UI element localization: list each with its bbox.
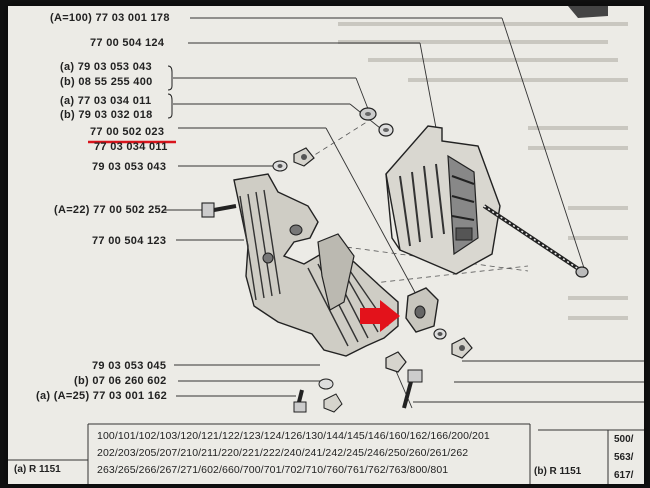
footer-ref-right: (b) R 1151 [534, 466, 582, 477]
small-bolt-left [201, 202, 237, 218]
exploded-diagram [8, 6, 644, 484]
red-arrow [360, 300, 400, 332]
footer-ref-left: (a) R 1151 [14, 464, 61, 475]
model-row-2: 202/203/205/207/210/211/220/221/222/240/… [97, 447, 469, 459]
model-row-3: 263/265/266/267/271/602/660/700/701/702/… [97, 464, 449, 476]
model-row-1: 100/101/102/103/120/121/122/123/124/126/… [97, 430, 490, 442]
rubber-mount-block [385, 125, 501, 275]
lower-bolts [293, 351, 423, 413]
brace [167, 65, 173, 91]
page-corner-fragment [568, 6, 608, 18]
part-label: (b) 79 03 032 018 [60, 109, 153, 121]
right-code-2: 563/ [614, 452, 634, 463]
right-code-3: 617/ [614, 470, 634, 481]
part-label: (a) 77 03 034 011 [60, 95, 152, 107]
part-label-highlighted: 77 00 502 023 [90, 126, 165, 138]
nut-washer-mid [272, 147, 315, 172]
part-label: (A=100) 77 03 001 178 [50, 12, 170, 24]
leader-line [419, 42, 437, 129]
nut-washer-lower-right [433, 328, 473, 359]
part-label: 77 00 504 124 [90, 37, 165, 49]
part-label: 79 03 053 043 [92, 161, 167, 173]
main-bracket [233, 173, 399, 357]
brace [167, 93, 173, 119]
bleed-text-line [568, 316, 628, 320]
leader-line [325, 127, 419, 299]
bleed-text-line [568, 296, 628, 300]
bleed-text-line [568, 206, 628, 210]
right-code-1: 500/ [614, 434, 634, 445]
bleed-text-line [368, 58, 618, 62]
part-label: (A=22) 77 00 502 252 [54, 204, 168, 216]
nut-washer-top [359, 107, 394, 137]
bleed-text-line [528, 146, 628, 150]
leader-line [501, 17, 585, 269]
part-label: (a) 79 03 053 043 [60, 61, 152, 73]
part-label: 77 03 034 011 [94, 141, 168, 153]
bleed-text-line [408, 78, 628, 82]
long-bolt [482, 204, 589, 278]
part-label: 79 03 053 045 [92, 360, 167, 372]
catalog-page: (A=100) 77 03 001 178 77 00 504 124 (a) … [8, 6, 644, 484]
assembly-line [337, 245, 529, 272]
bleed-text-line [528, 126, 628, 130]
assembly-line [312, 117, 374, 157]
part-label: (b) 07 06 260 602 [74, 375, 167, 387]
part-label: 77 00 504 123 [92, 235, 167, 247]
part-label: (b) 08 55 255 400 [60, 76, 153, 88]
bushing-highlighted [405, 287, 439, 333]
bleed-text-line [338, 40, 608, 44]
part-label: (a) (A=25) 77 03 001 162 [36, 390, 168, 402]
bleed-text-line [568, 236, 628, 240]
bleed-text-line [338, 22, 628, 26]
leader-line [395, 370, 413, 409]
